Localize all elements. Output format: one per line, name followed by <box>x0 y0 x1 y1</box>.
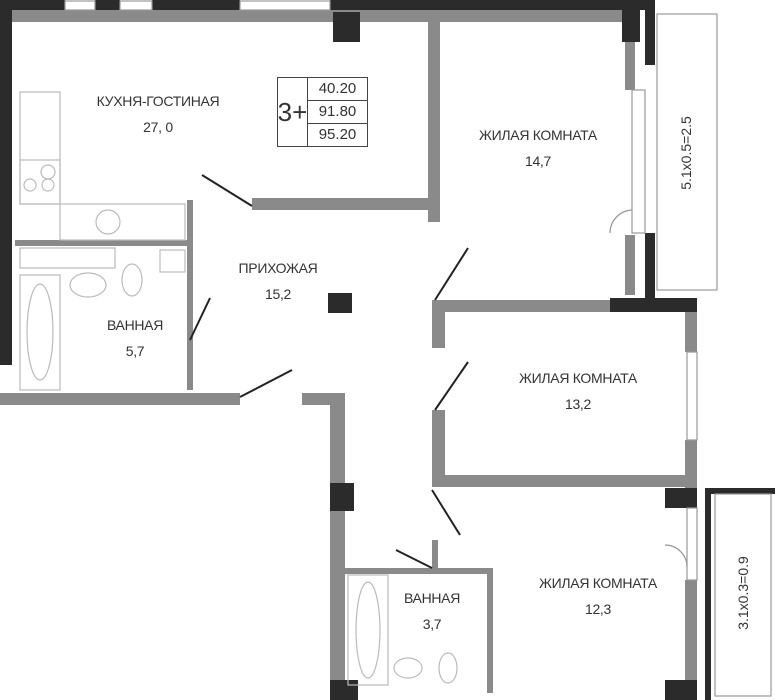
balcony-1-label: 5.1х0.5=2.5 <box>678 116 694 190</box>
interior-walls <box>0 10 697 693</box>
windows-and-balcony <box>64 0 772 697</box>
total-area: 91.80 <box>308 101 367 124</box>
apartment-summary-box: 3+ 40.20 91.80 95.20 <box>277 77 368 147</box>
balcony-2-label: 3.1х0.3=0.9 <box>735 556 751 630</box>
living-area: 40.20 <box>308 78 367 101</box>
door-swings <box>189 174 469 569</box>
total-with-balcony: 95.20 <box>318 126 357 143</box>
room-count: 3+ <box>278 78 308 146</box>
fixtures <box>19 91 458 686</box>
